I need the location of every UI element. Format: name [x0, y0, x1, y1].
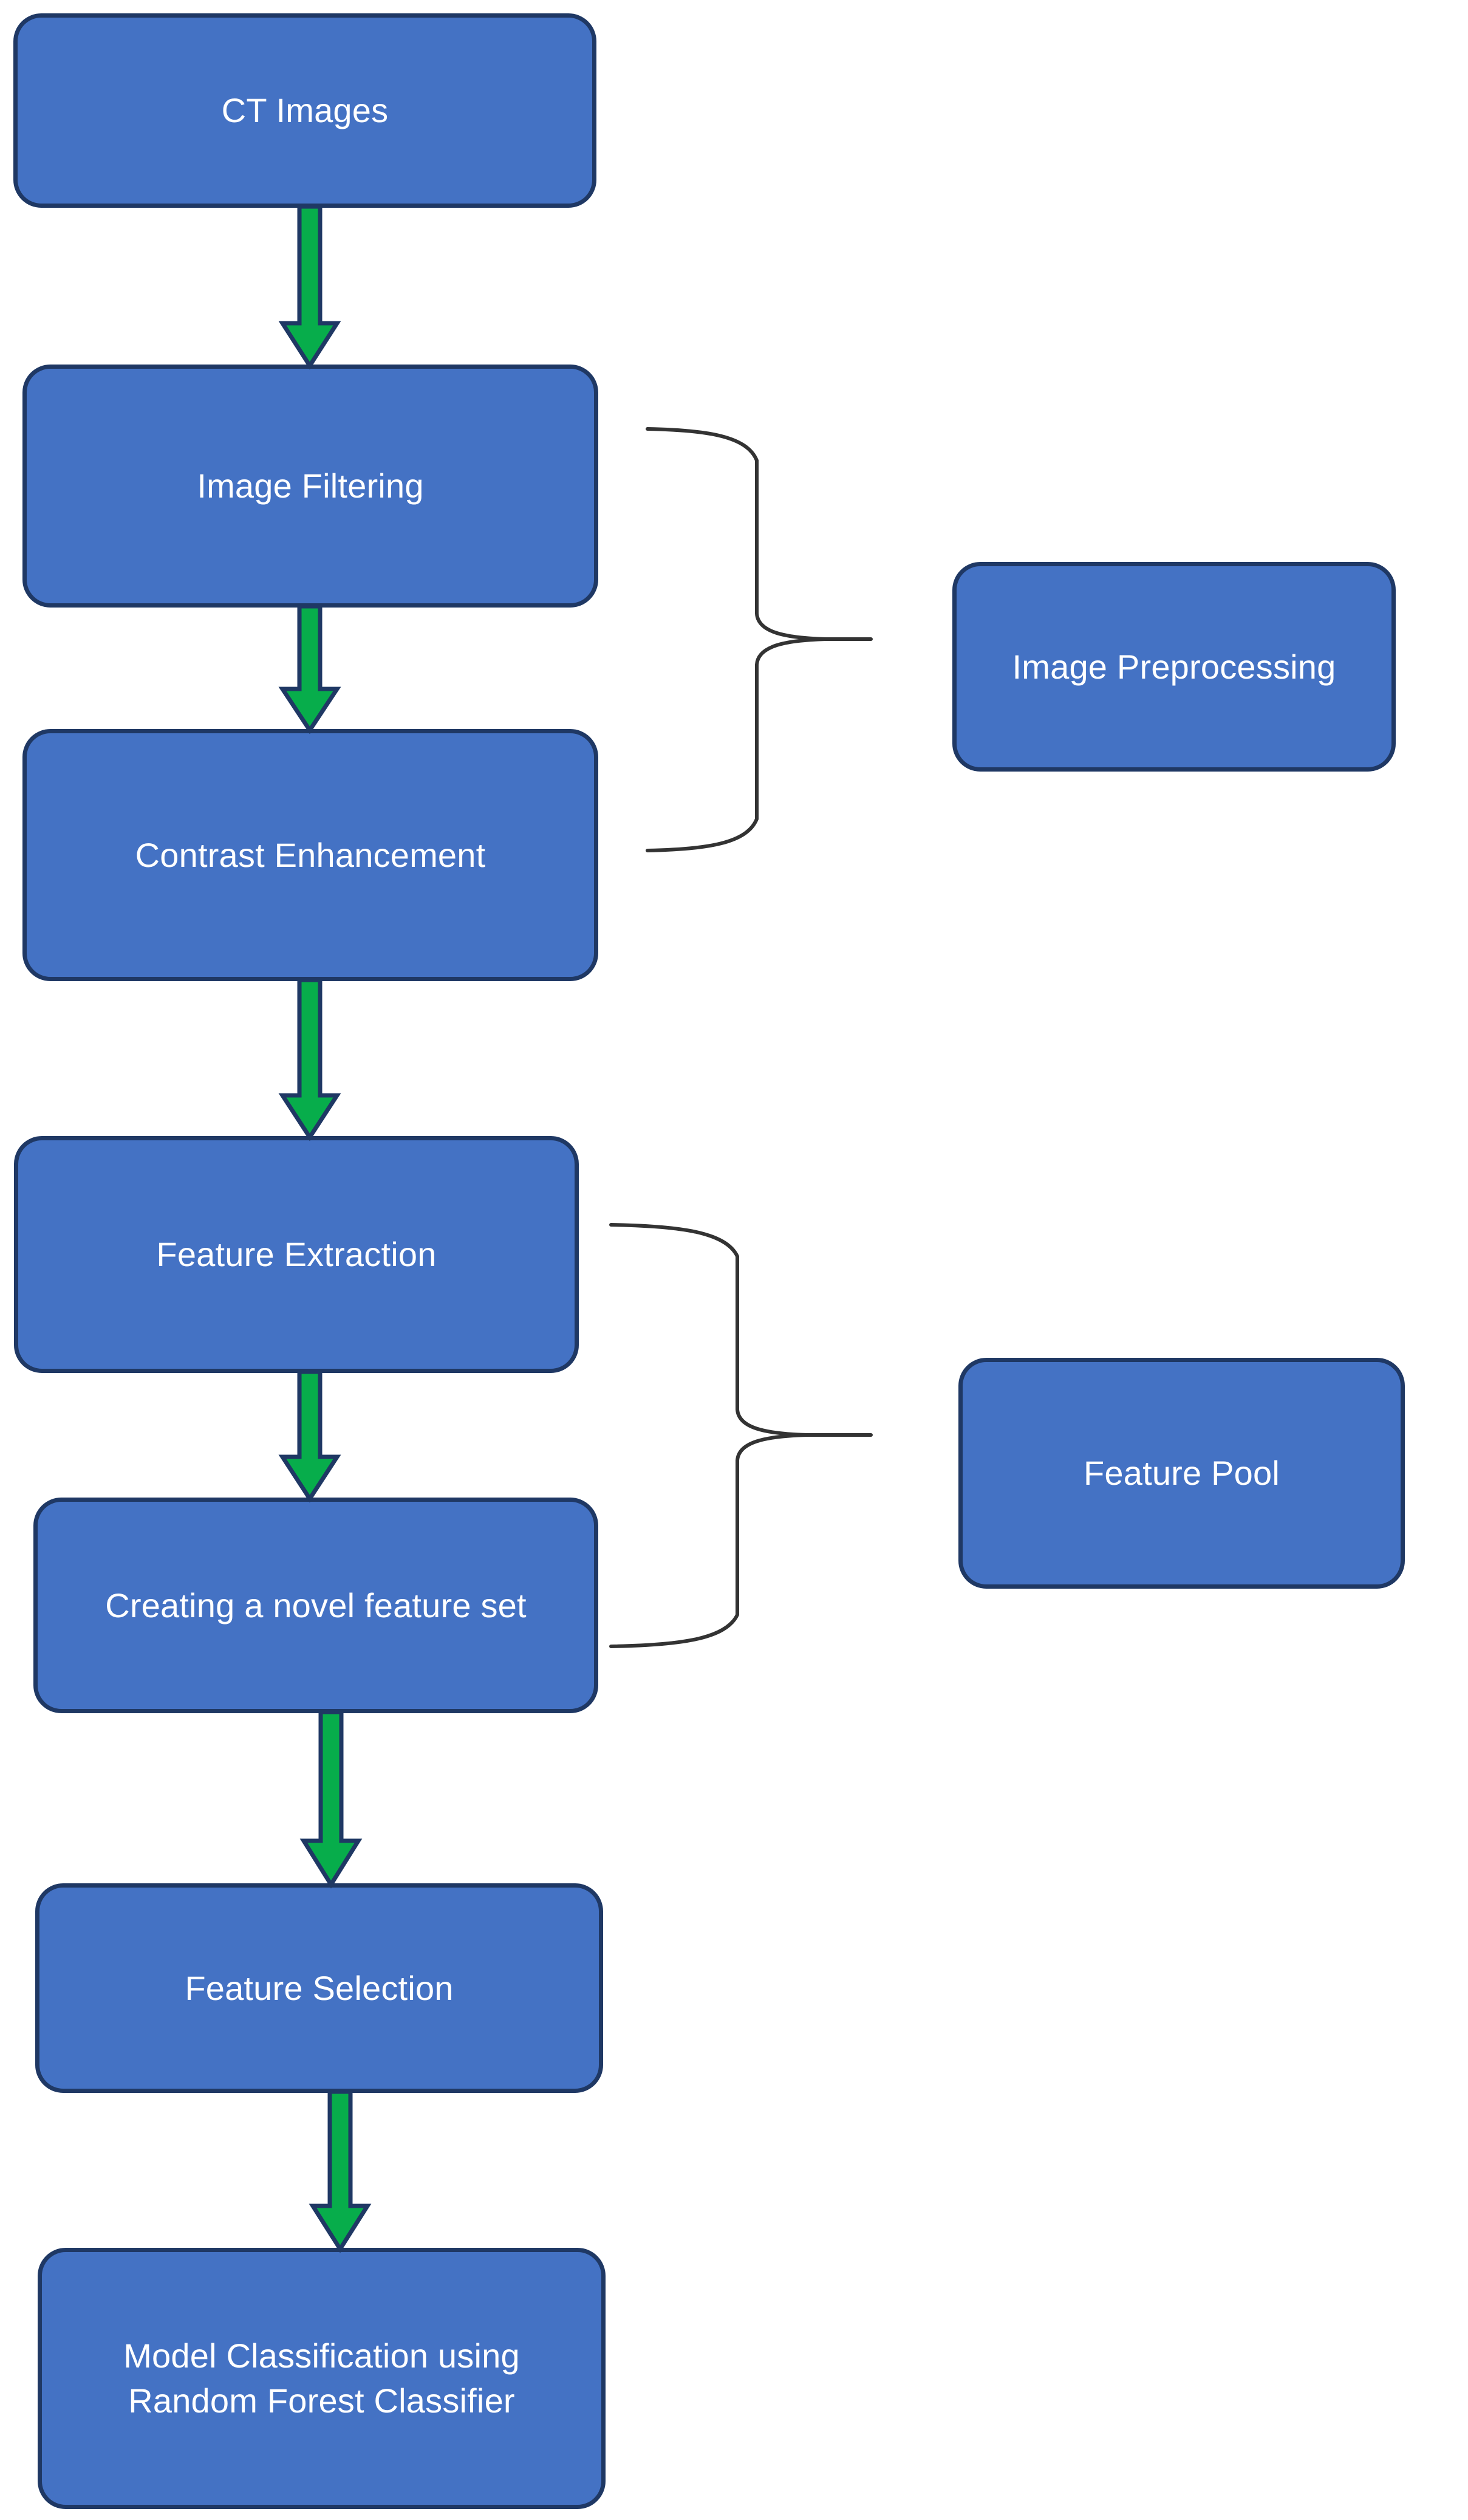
- brace-image-preprocessing: [646, 427, 873, 852]
- arrow-filtering-to-contrast: [278, 604, 341, 734]
- arrow-extraction-to-novelset: [278, 1369, 341, 1503]
- node-novel-feature-set[interactable]: Creating a novel feature set: [33, 1498, 598, 1713]
- node-label: Model Classification using Random Forest…: [123, 2337, 520, 2420]
- node-label: Feature Pool: [1083, 1454, 1280, 1493]
- node-label: Creating a novel feature set: [105, 1586, 527, 1625]
- node-label: CT Images: [221, 91, 389, 130]
- node-label: Image Filtering: [197, 467, 424, 505]
- arrow-contrast-to-extraction: [278, 978, 341, 1142]
- arrow-novelset-to-selection: [299, 1710, 363, 1889]
- arrow-selection-to-classification: [309, 2089, 372, 2253]
- brace-feature-pool: [609, 1223, 873, 1648]
- arrow-ct-to-filtering: [278, 204, 341, 370]
- node-label: Contrast Enhancement: [135, 835, 486, 874]
- node-feature-pool[interactable]: Feature Pool: [958, 1358, 1405, 1589]
- node-image-preprocessing[interactable]: Image Preprocessing: [952, 562, 1396, 772]
- node-ct-images[interactable]: CT Images: [13, 13, 596, 208]
- node-model-classification[interactable]: Model Classification using Random Forest…: [38, 2248, 606, 2509]
- node-label: Feature Selection: [185, 1968, 454, 2007]
- node-image-filtering[interactable]: Image Filtering: [22, 365, 598, 608]
- node-feature-selection[interactable]: Feature Selection: [35, 1883, 603, 2093]
- node-label: Image Preprocessing: [1012, 647, 1336, 686]
- node-contrast-enhancement[interactable]: Contrast Enhancement: [22, 729, 598, 981]
- node-feature-extraction[interactable]: Feature Extraction: [14, 1136, 579, 1373]
- node-label: Feature Extraction: [156, 1235, 437, 1274]
